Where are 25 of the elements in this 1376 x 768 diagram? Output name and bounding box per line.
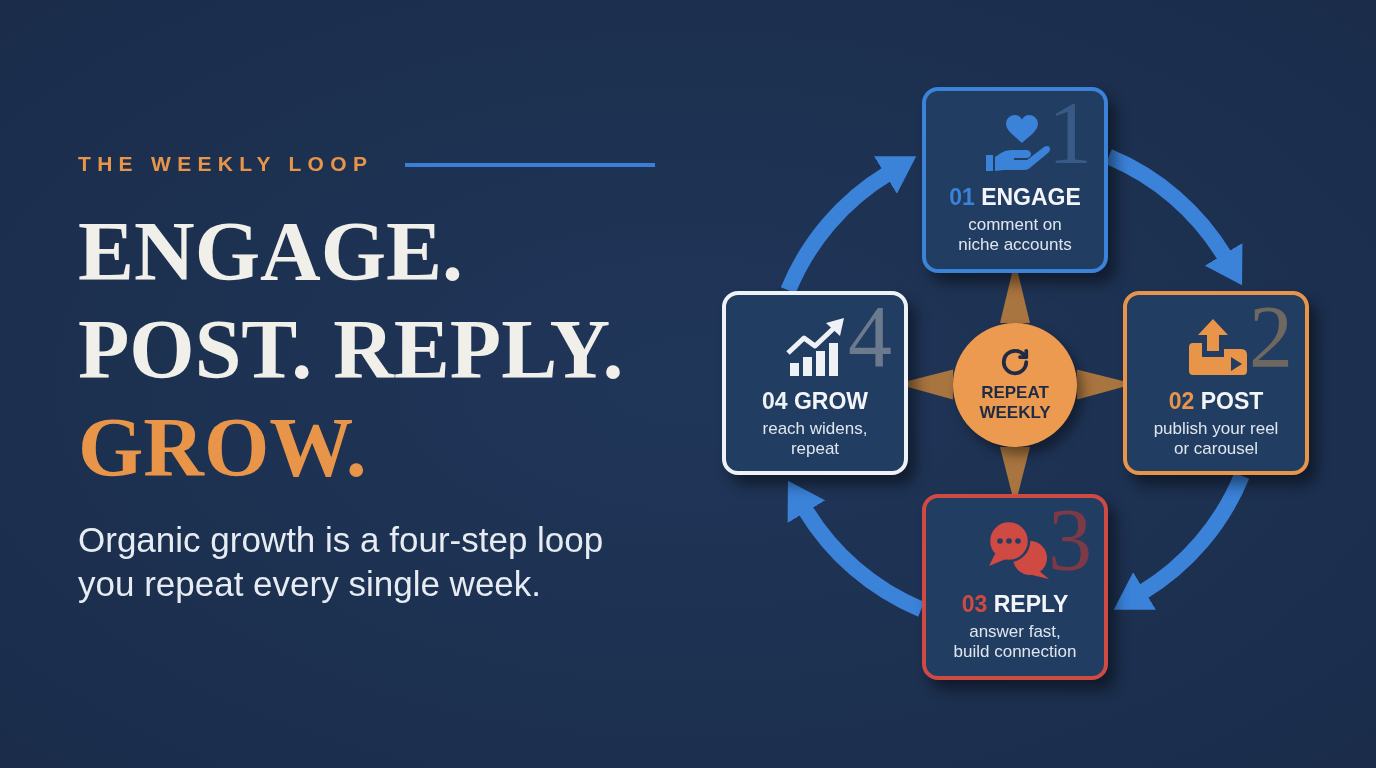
step-number: 2 — [1249, 293, 1293, 381]
step-title: 04 GROW — [760, 387, 870, 415]
step-description: answer fast, build connection — [952, 622, 1078, 662]
step-title: 03 REPLY — [960, 590, 1070, 618]
step-card — [922, 494, 1108, 680]
step-description: reach widens, repeat — [761, 419, 869, 459]
step-title: 01 ENGAGE — [948, 183, 1082, 211]
step-card — [722, 291, 908, 475]
step-description: comment on niche accounts — [957, 215, 1073, 255]
eyebrow-text: THE WEEKLY LOOP — [78, 152, 374, 176]
step-description: publish your reel or carousel — [1152, 419, 1280, 459]
cycle-arrow — [781, 154, 916, 294]
step-number: 4 — [848, 293, 892, 381]
spoke-connector — [1000, 273, 1030, 323]
step-number: 3 — [1048, 496, 1092, 584]
hub-label: REPEAT WEEKLY — [978, 383, 1052, 423]
spoke-connector — [1076, 369, 1124, 400]
spoke-connector — [907, 369, 954, 400]
cycle-arrow — [1114, 472, 1249, 612]
subtitle-text: Organic growth is a four-step loop you repeat every single week. — [78, 519, 605, 605]
spoke-connector — [1000, 447, 1030, 494]
step-title: 02 POST — [1167, 387, 1265, 415]
step-card — [922, 87, 1108, 273]
step-card — [1123, 291, 1309, 475]
headline: ENGAGE. POST. REPLY. GROW. — [78, 204, 625, 496]
